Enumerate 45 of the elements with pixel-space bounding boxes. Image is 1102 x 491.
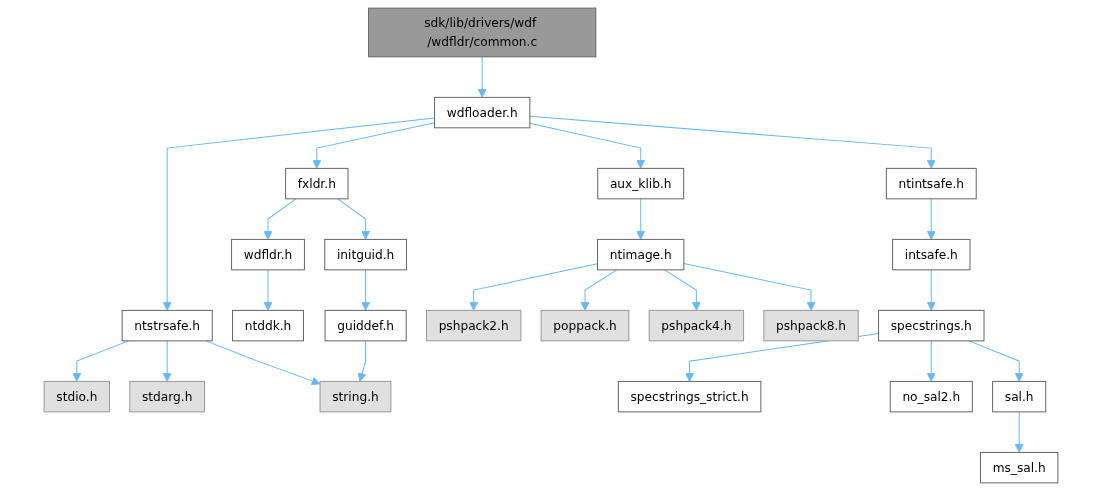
node-box: string.h: [319, 380, 392, 413]
arrow: [263, 198, 297, 240]
node-box: specstrings.h: [878, 309, 985, 342]
arrow: [263, 269, 273, 311]
arrow: [162, 340, 172, 382]
node-box: stdarg.h: [129, 380, 206, 413]
node-box: initguid.h: [324, 238, 407, 271]
arrow: [337, 198, 371, 240]
arrow: [477, 56, 487, 98]
node-box: sdk/lib/drivers/wdf /wdfldr/common.c: [368, 7, 597, 58]
arrow: [361, 269, 371, 311]
arrow: [205, 340, 321, 386]
node-box: wdfldr.h: [231, 238, 305, 271]
node-box: poppack.h: [540, 309, 630, 342]
arrow: [529, 122, 646, 169]
arrow: [664, 269, 701, 311]
node-box: ntstrsafe.h: [121, 309, 213, 342]
arrow: [357, 340, 367, 382]
node-box: no_sal2.h: [889, 380, 973, 413]
arrow: [580, 269, 618, 311]
node-box: pshpack8.h: [763, 309, 859, 342]
arrow: [968, 340, 1024, 382]
arrow: [1014, 411, 1024, 453]
arrow: [469, 263, 598, 311]
node-box: ms_sal.h: [979, 451, 1059, 484]
node-box: guiddef.h: [324, 309, 407, 342]
node-box: pshpack2.h: [425, 309, 522, 342]
node-box: pshpack4.h: [648, 309, 745, 342]
node-box: fxldr.h: [285, 167, 349, 200]
node-box: sal.h: [992, 380, 1047, 413]
arrow: [926, 340, 936, 382]
arrow: [636, 198, 646, 240]
arrow: [72, 340, 129, 382]
node-box: ntintsafe.h: [885, 167, 977, 200]
node-box: specstrings_strict.h: [617, 380, 762, 413]
node-box: stdio.h: [43, 380, 110, 413]
node-box: wdfloader.h: [434, 96, 531, 129]
node-box: aux_klib.h: [597, 167, 685, 200]
node-box: ntimage.h: [597, 238, 685, 271]
arrow: [926, 198, 936, 240]
node-box: ntddk.h: [232, 309, 304, 342]
arrow: [683, 263, 816, 311]
node-box: intsafe.h: [892, 238, 971, 271]
arrow: [529, 115, 936, 169]
arrow: [926, 269, 936, 311]
